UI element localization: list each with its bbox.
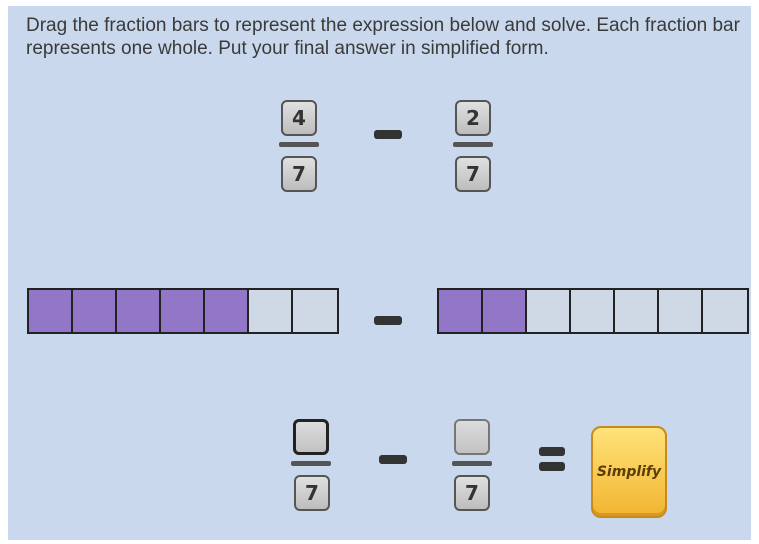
equals-sign-bottom [539, 462, 565, 471]
expression-left-denominator: 7 [281, 156, 317, 192]
fraction-bar-left-cell[interactable] [73, 290, 117, 332]
equals-sign-top [539, 447, 565, 456]
answer-left-fraction-line [291, 461, 331, 466]
fraction-bar-left-cell[interactable] [117, 290, 161, 332]
expression-right-denominator: 7 [455, 156, 491, 192]
fraction-bar-left-cell[interactable] [161, 290, 205, 332]
fraction-bar-right-cell[interactable] [439, 290, 483, 332]
fraction-bar-left-cell[interactable] [29, 290, 73, 332]
expression-left-numerator: 4 [281, 100, 317, 136]
fraction-bar-left[interactable] [27, 288, 339, 334]
game-panel: Drag the fraction bars to represent the … [8, 6, 751, 540]
fraction-bar-right-cell[interactable] [483, 290, 527, 332]
instructions-text: Drag the fraction bars to represent the … [26, 15, 740, 59]
bars-minus-sign [374, 316, 402, 325]
fraction-bar-left-cell[interactable] [293, 290, 337, 332]
answer-minus-sign [379, 455, 407, 464]
answer-right-fraction-line [452, 461, 492, 466]
answer-left-numerator-slot[interactable] [293, 419, 329, 455]
fraction-bar-right[interactable] [437, 288, 749, 334]
simplify-button[interactable]: Simplify [591, 426, 667, 518]
fraction-bar-left-cell[interactable] [205, 290, 249, 332]
expression-right-numerator: 2 [455, 100, 491, 136]
answer-right-denominator: 7 [454, 475, 490, 511]
fraction-bar-right-cell[interactable] [527, 290, 571, 332]
fraction-bar-right-cell[interactable] [571, 290, 615, 332]
expression-right-fraction-line [453, 142, 493, 147]
fraction-bar-right-cell[interactable] [615, 290, 659, 332]
expression-minus-sign [374, 130, 402, 139]
fraction-bar-right-cell[interactable] [659, 290, 703, 332]
answer-right-numerator-slot[interactable] [454, 419, 490, 455]
expression-left-fraction-line [279, 142, 319, 147]
fraction-bar-right-cell[interactable] [703, 290, 747, 332]
fraction-bar-left-cell[interactable] [249, 290, 293, 332]
answer-left-denominator: 7 [294, 475, 330, 511]
